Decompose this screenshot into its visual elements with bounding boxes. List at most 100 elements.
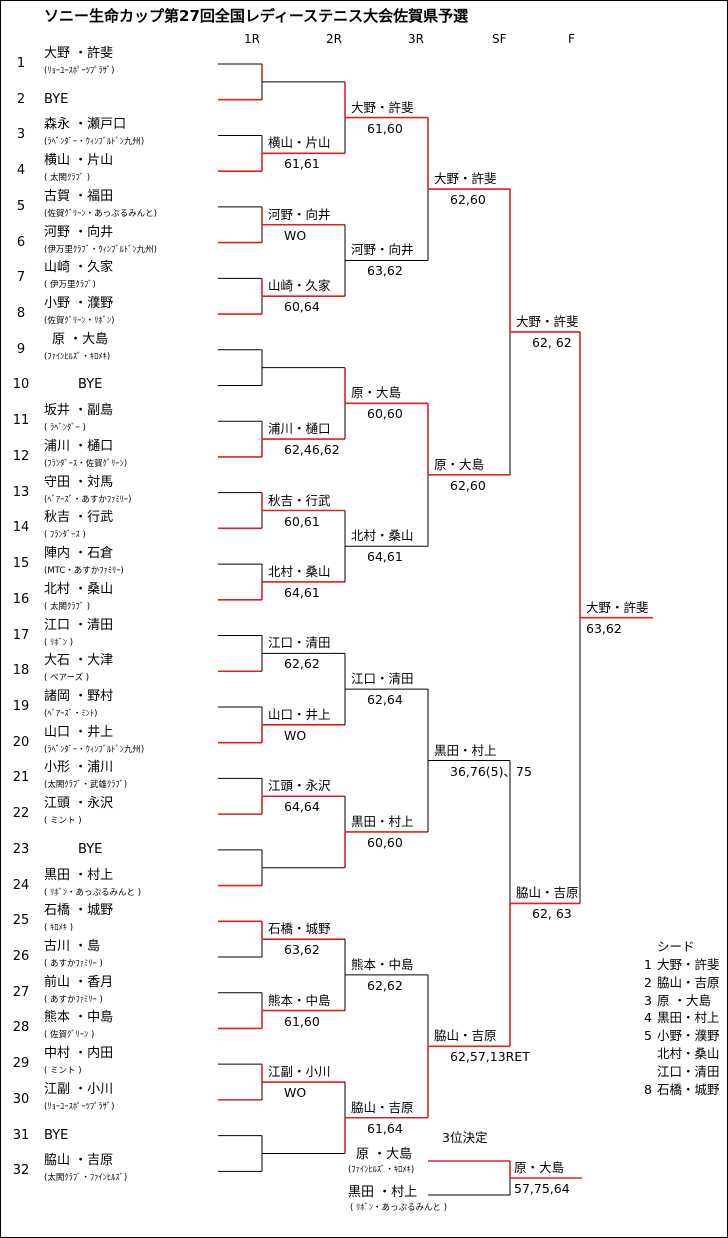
player-name: 浦川 ・樋口 xyxy=(44,438,114,454)
match-score: 61,64 xyxy=(367,1120,403,1136)
player-name: 脇山 ・吉原 xyxy=(44,1153,114,1169)
match-score: 63,62 xyxy=(367,263,403,279)
seed-number: 4 xyxy=(16,163,26,179)
seed-number: 25 xyxy=(12,913,30,929)
seed-number: 21 xyxy=(12,770,30,786)
player-name: 江頭 ・永沢 xyxy=(44,796,114,812)
match-score: 36,76(5)、75 xyxy=(450,763,532,779)
player-name: 諸岡 ・野村 xyxy=(44,688,114,704)
player-club: (ﾍﾞｱｰｽﾞ・ﾐﾝﾄ) xyxy=(44,708,98,719)
match-winner: 黒田・村上 xyxy=(351,813,414,829)
player-name: 横山 ・片山 xyxy=(44,153,114,169)
match-score: 60,60 xyxy=(367,406,403,422)
seed-name: 黒田・村上 xyxy=(657,1010,720,1026)
player-club: (佐賀ｸﾞﾘｰﾝ・あっぷるみんと) xyxy=(44,208,157,219)
player-club: (佐賀ｸﾞﾘｰﾝ・ﾘﾎﾞﾝ) xyxy=(44,316,115,327)
player-club: ( 佐賀ｸﾞﾘｰﾝ ) xyxy=(44,1030,95,1041)
round-header-3r: 3R xyxy=(408,32,424,46)
match-winner: 大野・許斐 xyxy=(351,99,414,115)
match-winner: 熊本・中島 xyxy=(351,956,414,972)
seed-heading: シード xyxy=(657,939,695,954)
player-club: (ﾗﾍﾞﾝﾀﾞｰ・ｳｨﾝﾌﾞﾙﾄﾞﾝ九州) xyxy=(44,744,145,755)
player-name: 北村 ・桑山 xyxy=(44,581,114,597)
player-club: ( ベアーズ ) xyxy=(44,673,90,684)
player-name: 坂井 ・副島 xyxy=(44,403,114,419)
seed-rank: 3 xyxy=(644,992,652,1008)
match-winner: 秋吉・行武 xyxy=(268,492,331,508)
player-club: ( ﾗﾍﾞﾝﾀﾞｰ ) xyxy=(44,423,86,434)
seed-number: 20 xyxy=(12,734,30,750)
seed-number: 19 xyxy=(12,698,30,714)
player-name: 石橋 ・城野 xyxy=(44,903,114,919)
champion-name: 大野・許斐 xyxy=(586,599,649,615)
third-place-club: (ﾌｧｲﾝﾋﾙｽﾞ・ｷﾛﾒｷ) xyxy=(348,1165,415,1175)
match-winner: 河野・向井 xyxy=(268,206,331,222)
match-score: 61,61 xyxy=(284,156,320,172)
match-score: 62,60 xyxy=(450,192,486,208)
player-name: 前山 ・香月 xyxy=(44,974,114,990)
match-score: 63,62 xyxy=(284,942,320,958)
seed-number: 6 xyxy=(16,234,26,250)
match-winner: 原・大島 xyxy=(351,385,402,401)
match-winner: 山崎・久家 xyxy=(268,278,331,294)
seed-number: 2 xyxy=(16,91,26,107)
match-winner: 北村・桑山 xyxy=(268,563,331,579)
player-name: BYE xyxy=(78,377,103,393)
match-score: 62,46,62 xyxy=(284,442,340,458)
player-club: (ﾘｮｰﾕｰｽﾎﾟｰﾂﾌﾟﾗｻﾞ) xyxy=(44,66,115,76)
match-winner: 脇山・吉原 xyxy=(434,1028,497,1044)
player-name: BYE xyxy=(78,841,103,857)
match-winner: 脇山・吉原 xyxy=(516,885,579,901)
player-club: (ﾌｧｲﾝﾋﾙｽﾞ・ｷﾛﾒｷ) xyxy=(44,351,111,362)
seed-number: 14 xyxy=(12,520,30,536)
player-name: 江口 ・清田 xyxy=(44,617,114,633)
match-score: 62,57,13RET xyxy=(450,1049,530,1065)
round-header-sf: SF xyxy=(492,32,507,46)
player-name: 小野 ・濮野 xyxy=(44,296,114,312)
player-club: ( ｷﾛﾒｷ ) xyxy=(44,923,74,934)
player-club: (ﾌﾗﾝﾀﾞｰｽ・佐賀ｸﾞﾘｰﾝ) xyxy=(44,458,128,469)
player-club: (ﾗﾍﾞﾝﾀﾞｰ・ｳｨﾝﾌﾞﾙﾄﾞﾝ九州) xyxy=(44,137,145,148)
player-name: BYE xyxy=(44,91,69,107)
match-winner: 山口・井上 xyxy=(268,706,331,722)
third-place-winner: 原・大島 xyxy=(514,1160,565,1175)
seed-name: 小野・濮野 xyxy=(657,1028,720,1044)
seed-number: 26 xyxy=(12,949,30,964)
seed-number: 5 xyxy=(16,198,26,214)
seed-number: 1 xyxy=(16,56,26,71)
seed-number: 31 xyxy=(12,1127,30,1143)
match-winner: 江口・清田 xyxy=(268,635,331,651)
page-title: ソニー生命カップ第27回全国レディーステニス大会佐賀県予選 xyxy=(44,7,469,25)
match-winner: 江副・小川 xyxy=(268,1064,331,1080)
seed-number: 23 xyxy=(12,841,30,857)
seed-number: 7 xyxy=(16,270,26,286)
seed-name: 原 ・大島 xyxy=(657,992,711,1008)
match-score: 61,60 xyxy=(284,1013,320,1029)
match-winner: 脇山・吉原 xyxy=(351,1099,414,1115)
player-name: 山崎 ・久家 xyxy=(44,260,114,276)
player-name: 中村 ・内田 xyxy=(44,1046,114,1062)
seed-number: 15 xyxy=(12,556,30,572)
player-name: 山口 ・井上 xyxy=(44,724,114,740)
seed-number: 16 xyxy=(12,591,30,607)
player-name: 熊本 ・中島 xyxy=(44,1010,114,1026)
player-name: 江副 ・小川 xyxy=(44,1081,114,1097)
player-club: (MTC・あすかﾌｧﾐﾘｰ) xyxy=(44,566,124,577)
player-club: ( ﾌﾗﾝﾀﾞｰｽ ) xyxy=(44,530,86,541)
seed-name: 脇山・吉原 xyxy=(657,974,720,990)
match-score: 61,60 xyxy=(367,120,403,136)
player-name: 陣内 ・石倉 xyxy=(44,546,114,562)
match-score: 60,64 xyxy=(284,299,320,315)
round-header-f: F xyxy=(568,32,575,46)
player-club: ( 太閤ｸﾗﾌﾞ ) xyxy=(44,601,91,612)
seed-rank: 1 xyxy=(644,957,652,972)
player-club: (ﾍﾞｱｰｽﾞ・あすかﾌｧﾐﾘｰ) xyxy=(44,494,132,505)
match-score: 60,60 xyxy=(367,834,403,850)
seed-rank: 5 xyxy=(644,1028,652,1044)
player-club: (ﾘｮｰﾕｰｽﾎﾟｰﾂﾌﾟﾗｻﾞ) xyxy=(44,1101,115,1112)
match-score: WO xyxy=(284,1085,307,1101)
match-winner: 河野・向井 xyxy=(351,242,414,258)
match-winner: 石橋・城野 xyxy=(268,921,331,937)
seed-name: 北村・桑山 xyxy=(657,1046,720,1061)
